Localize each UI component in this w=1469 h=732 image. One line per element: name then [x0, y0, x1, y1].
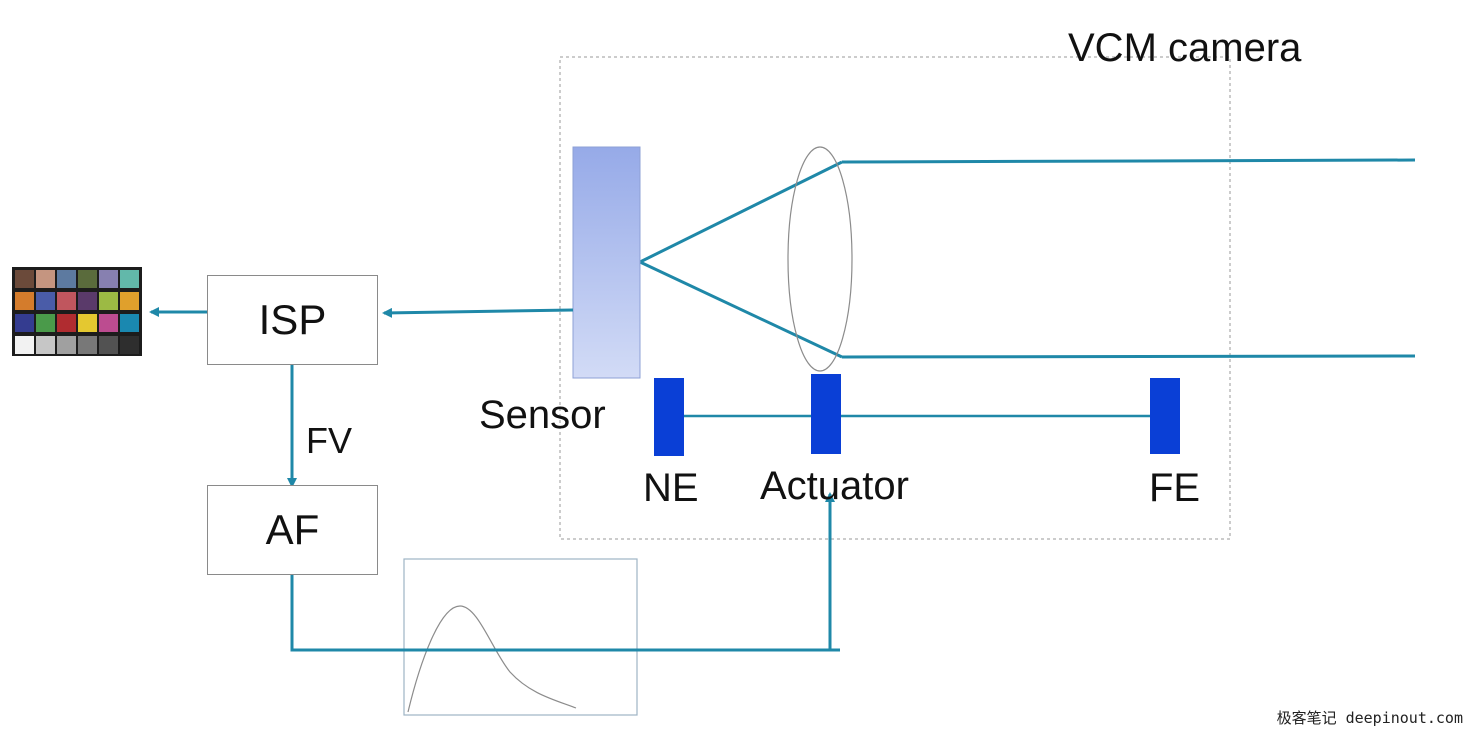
color-patch: [15, 270, 34, 288]
fe-label: FE: [1149, 466, 1201, 510]
color-checker-chart: [12, 267, 142, 356]
color-checker-patches: [15, 270, 139, 354]
far-end-stop: [1150, 378, 1180, 454]
color-patch: [36, 292, 55, 310]
color-patch: [36, 270, 55, 288]
color-patch: [120, 270, 139, 288]
color-patch: [36, 314, 55, 332]
image-sensor: [572, 146, 641, 379]
color-patch: [120, 292, 139, 310]
color-patch: [120, 314, 139, 332]
color-patch: [78, 336, 97, 354]
color-patch: [78, 270, 97, 288]
af-to-actuator-path: [290, 575, 840, 652]
ray-top-incoming: [841, 158, 1416, 164]
color-patch: [78, 314, 97, 332]
sensor-label: Sensor: [479, 393, 606, 437]
color-patch: [99, 292, 118, 310]
near-end-stop: [654, 378, 684, 456]
actuator-block: [811, 374, 841, 454]
af-box: AF: [207, 485, 378, 575]
color-patch: [99, 336, 118, 354]
color-patch: [15, 314, 34, 332]
actuator-label: Actuator: [760, 464, 909, 508]
color-patch: [57, 270, 76, 288]
sensor-to-isp-arrow: [382, 307, 574, 318]
ne-label: NE: [643, 466, 699, 510]
color-patch: [15, 292, 34, 310]
af-label: AF: [265, 506, 320, 553]
color-patch: [57, 292, 76, 310]
isp-label: ISP: [258, 296, 327, 343]
light-rays: [639, 158, 1416, 359]
ray-top-converging: [639, 160, 843, 264]
vcm-camera-label: VCM camera: [1068, 26, 1302, 70]
ray-bottom-incoming: [841, 354, 1416, 359]
fv-label: FV: [306, 420, 353, 461]
focus-curve-box: [403, 558, 638, 716]
color-patch: [36, 336, 55, 354]
color-patch: [99, 270, 118, 288]
color-patch: [99, 314, 118, 332]
ray-bottom-converging: [639, 260, 843, 359]
color-patch: [57, 336, 76, 354]
watermark: 极客笔记 deepinout.com: [1276, 709, 1463, 727]
color-patch: [15, 336, 34, 354]
color-patch: [120, 336, 139, 354]
lens: [787, 146, 853, 372]
color-patch: [78, 292, 97, 310]
isp-box: ISP: [207, 275, 378, 365]
color-patch: [57, 314, 76, 332]
